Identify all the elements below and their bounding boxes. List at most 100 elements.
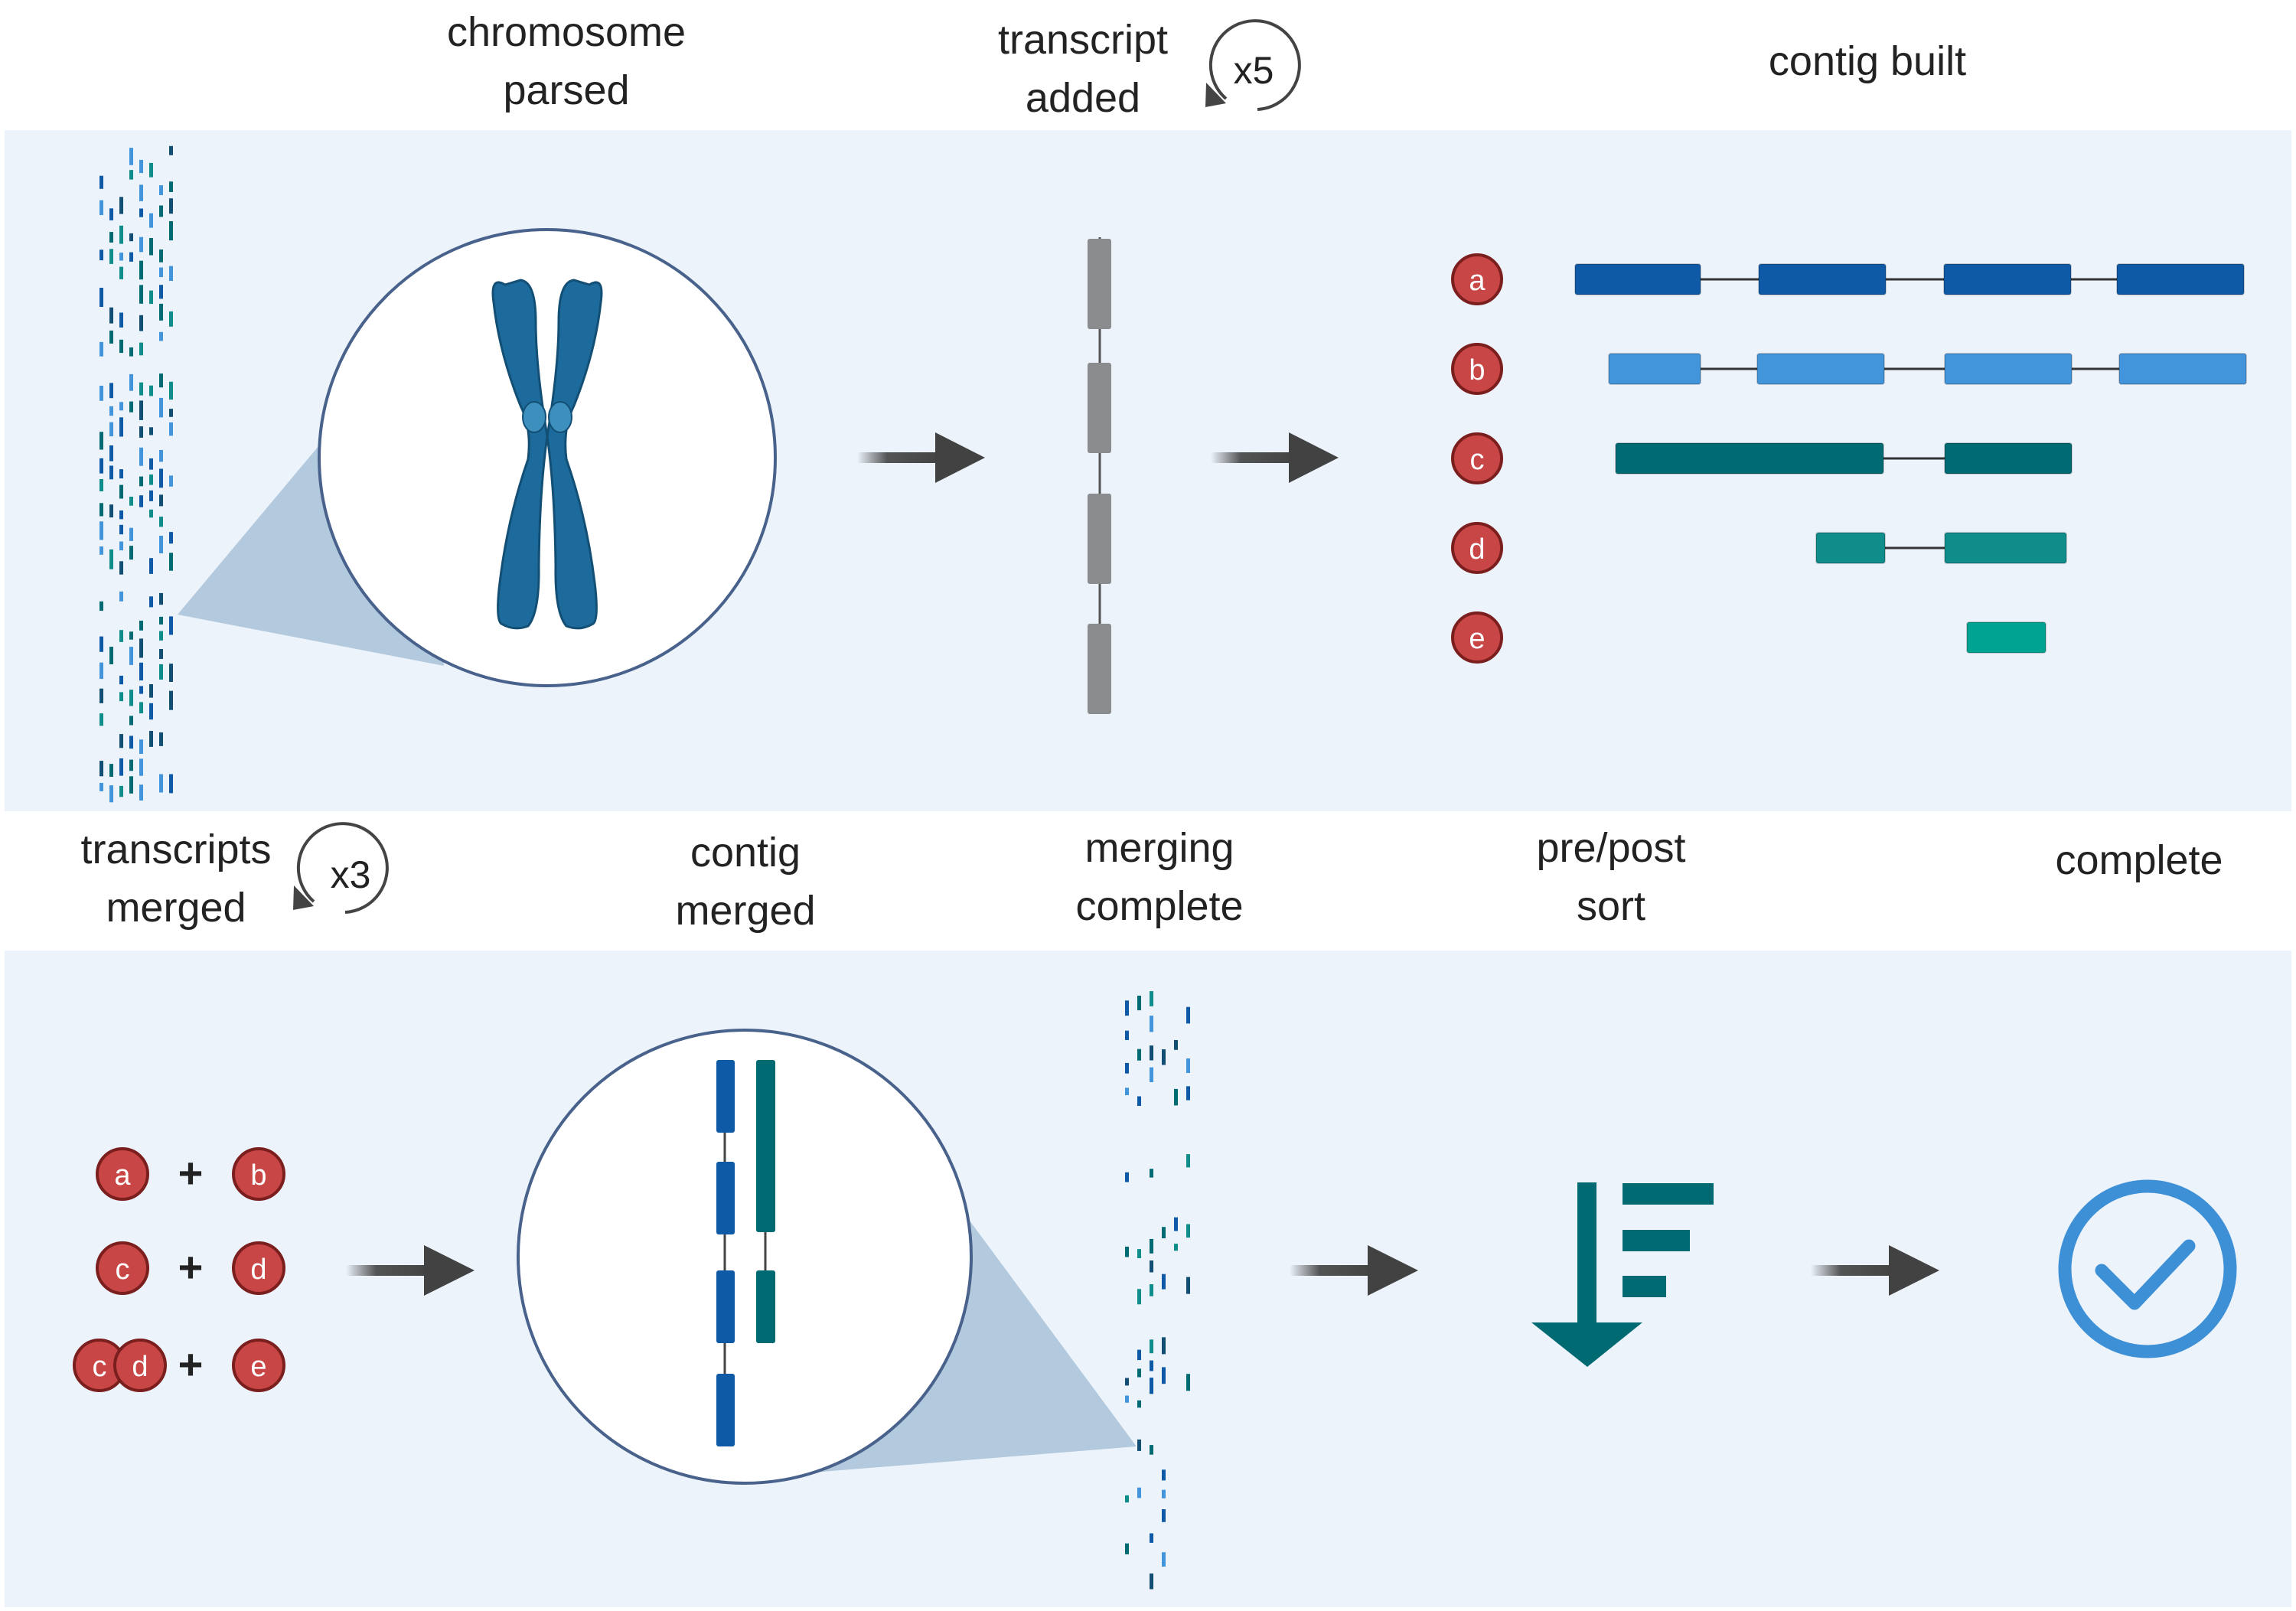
genome-dash [1162, 1337, 1166, 1355]
genome-dash [139, 662, 143, 681]
genome-dash [99, 503, 103, 517]
genome-dash [1125, 1062, 1129, 1074]
genome-dash [1150, 1169, 1153, 1178]
genome-dash [119, 561, 123, 575]
transcript-badge-label: c [1470, 444, 1485, 476]
genome-dash [169, 690, 173, 710]
genome-dash [119, 541, 123, 551]
genome-dash [1186, 1006, 1190, 1024]
genome-dash [1125, 1246, 1129, 1257]
genome-dash [169, 181, 173, 192]
genome-dash [1186, 1058, 1190, 1073]
genome-dash [119, 524, 123, 535]
genome-dash [1150, 1573, 1153, 1590]
transcript-badge [1451, 611, 1503, 664]
transcript-badge-label: b [250, 1159, 266, 1192]
genome-dash [159, 249, 163, 263]
genome-dash [1186, 1086, 1190, 1101]
genome-dash [109, 504, 113, 518]
genome-dash [149, 290, 153, 305]
contig-row-b: b [1451, 343, 2247, 395]
genome-dash [119, 510, 123, 520]
genome-dash [169, 198, 173, 214]
merged-contig-model [716, 1060, 775, 1446]
genome-dash [139, 236, 143, 253]
genome-dash [1137, 1400, 1141, 1408]
genome-dash [139, 758, 143, 776]
arrow-merge-to-contig [346, 1245, 475, 1296]
label-transcripts-merged: transcripts merged [80, 827, 272, 931]
genome-dash [99, 386, 103, 401]
genome-dash [1162, 1552, 1166, 1567]
exon-block [1944, 442, 2073, 474]
genome-dash [1162, 1227, 1166, 1238]
transcript-badge [232, 1147, 285, 1201]
repeat-icon-x3: x3 [293, 822, 389, 914]
genome-dash [119, 758, 123, 776]
genome-dash [1150, 1533, 1153, 1543]
exon-block [1944, 353, 2073, 385]
genome-dash [1125, 1088, 1129, 1095]
genome-dash [159, 732, 163, 746]
genome-dash [149, 731, 153, 747]
plus-operator: + [178, 1243, 204, 1291]
genome-dash [129, 233, 133, 242]
genome-dash [159, 185, 163, 195]
exon-block [1574, 263, 1701, 295]
genome-dash [159, 267, 163, 278]
exon-block [1756, 353, 1885, 385]
genome-dash [159, 205, 163, 217]
genome-dash [1186, 1224, 1190, 1238]
genome-dash [139, 702, 143, 714]
genome-dash [159, 536, 163, 553]
genome-dash [109, 330, 113, 344]
genome-dash [99, 458, 103, 474]
arrow-complete-to-sort [1290, 1245, 1418, 1296]
exon-block [2116, 263, 2245, 295]
genome-dash [1162, 1489, 1166, 1498]
genome-dash [1125, 1030, 1129, 1040]
genome-dash [169, 221, 173, 241]
genome-dash [119, 417, 123, 437]
genome-dash [149, 509, 153, 518]
genome-dash [139, 184, 143, 201]
exon-block [1943, 263, 2072, 295]
genome-dash [139, 342, 143, 356]
genome-dash [99, 521, 103, 540]
genome-dash [169, 422, 173, 436]
transcript-badge-label: c [93, 1351, 107, 1383]
genome-dash [1137, 1439, 1141, 1451]
genome-dash [1137, 1096, 1141, 1106]
genome-dash [1125, 1543, 1129, 1554]
genome-dash [99, 636, 103, 652]
genome-dash [99, 288, 103, 307]
genome-dash [139, 315, 143, 331]
bottom-panel [5, 951, 2291, 1607]
genome-dash [149, 162, 153, 178]
genome-dash [99, 761, 103, 777]
exon-block [1615, 442, 1884, 474]
genome-dash [1162, 1273, 1166, 1290]
genome-dash [149, 385, 153, 396]
genome-dash [1186, 1277, 1190, 1294]
genome-dash [1150, 1360, 1153, 1371]
merged-genome-dashes [1125, 991, 1190, 1590]
genome-dash [119, 312, 123, 328]
merge-pair-2: c+d [96, 1241, 285, 1295]
genome-dash [1150, 1016, 1153, 1032]
genome-dash [99, 341, 103, 357]
genome-dash [129, 735, 133, 749]
genome-dash [99, 688, 103, 703]
contig-row-a: a [1451, 253, 2245, 305]
exon-block [1815, 532, 1886, 564]
genome-dash [119, 630, 123, 642]
genome-dash [149, 684, 153, 698]
genome-dash [129, 527, 133, 541]
genome-dash [1125, 1395, 1129, 1403]
repeat-icon-x5: x5 [1205, 19, 1301, 111]
transcript-badge-label: a [114, 1159, 131, 1192]
